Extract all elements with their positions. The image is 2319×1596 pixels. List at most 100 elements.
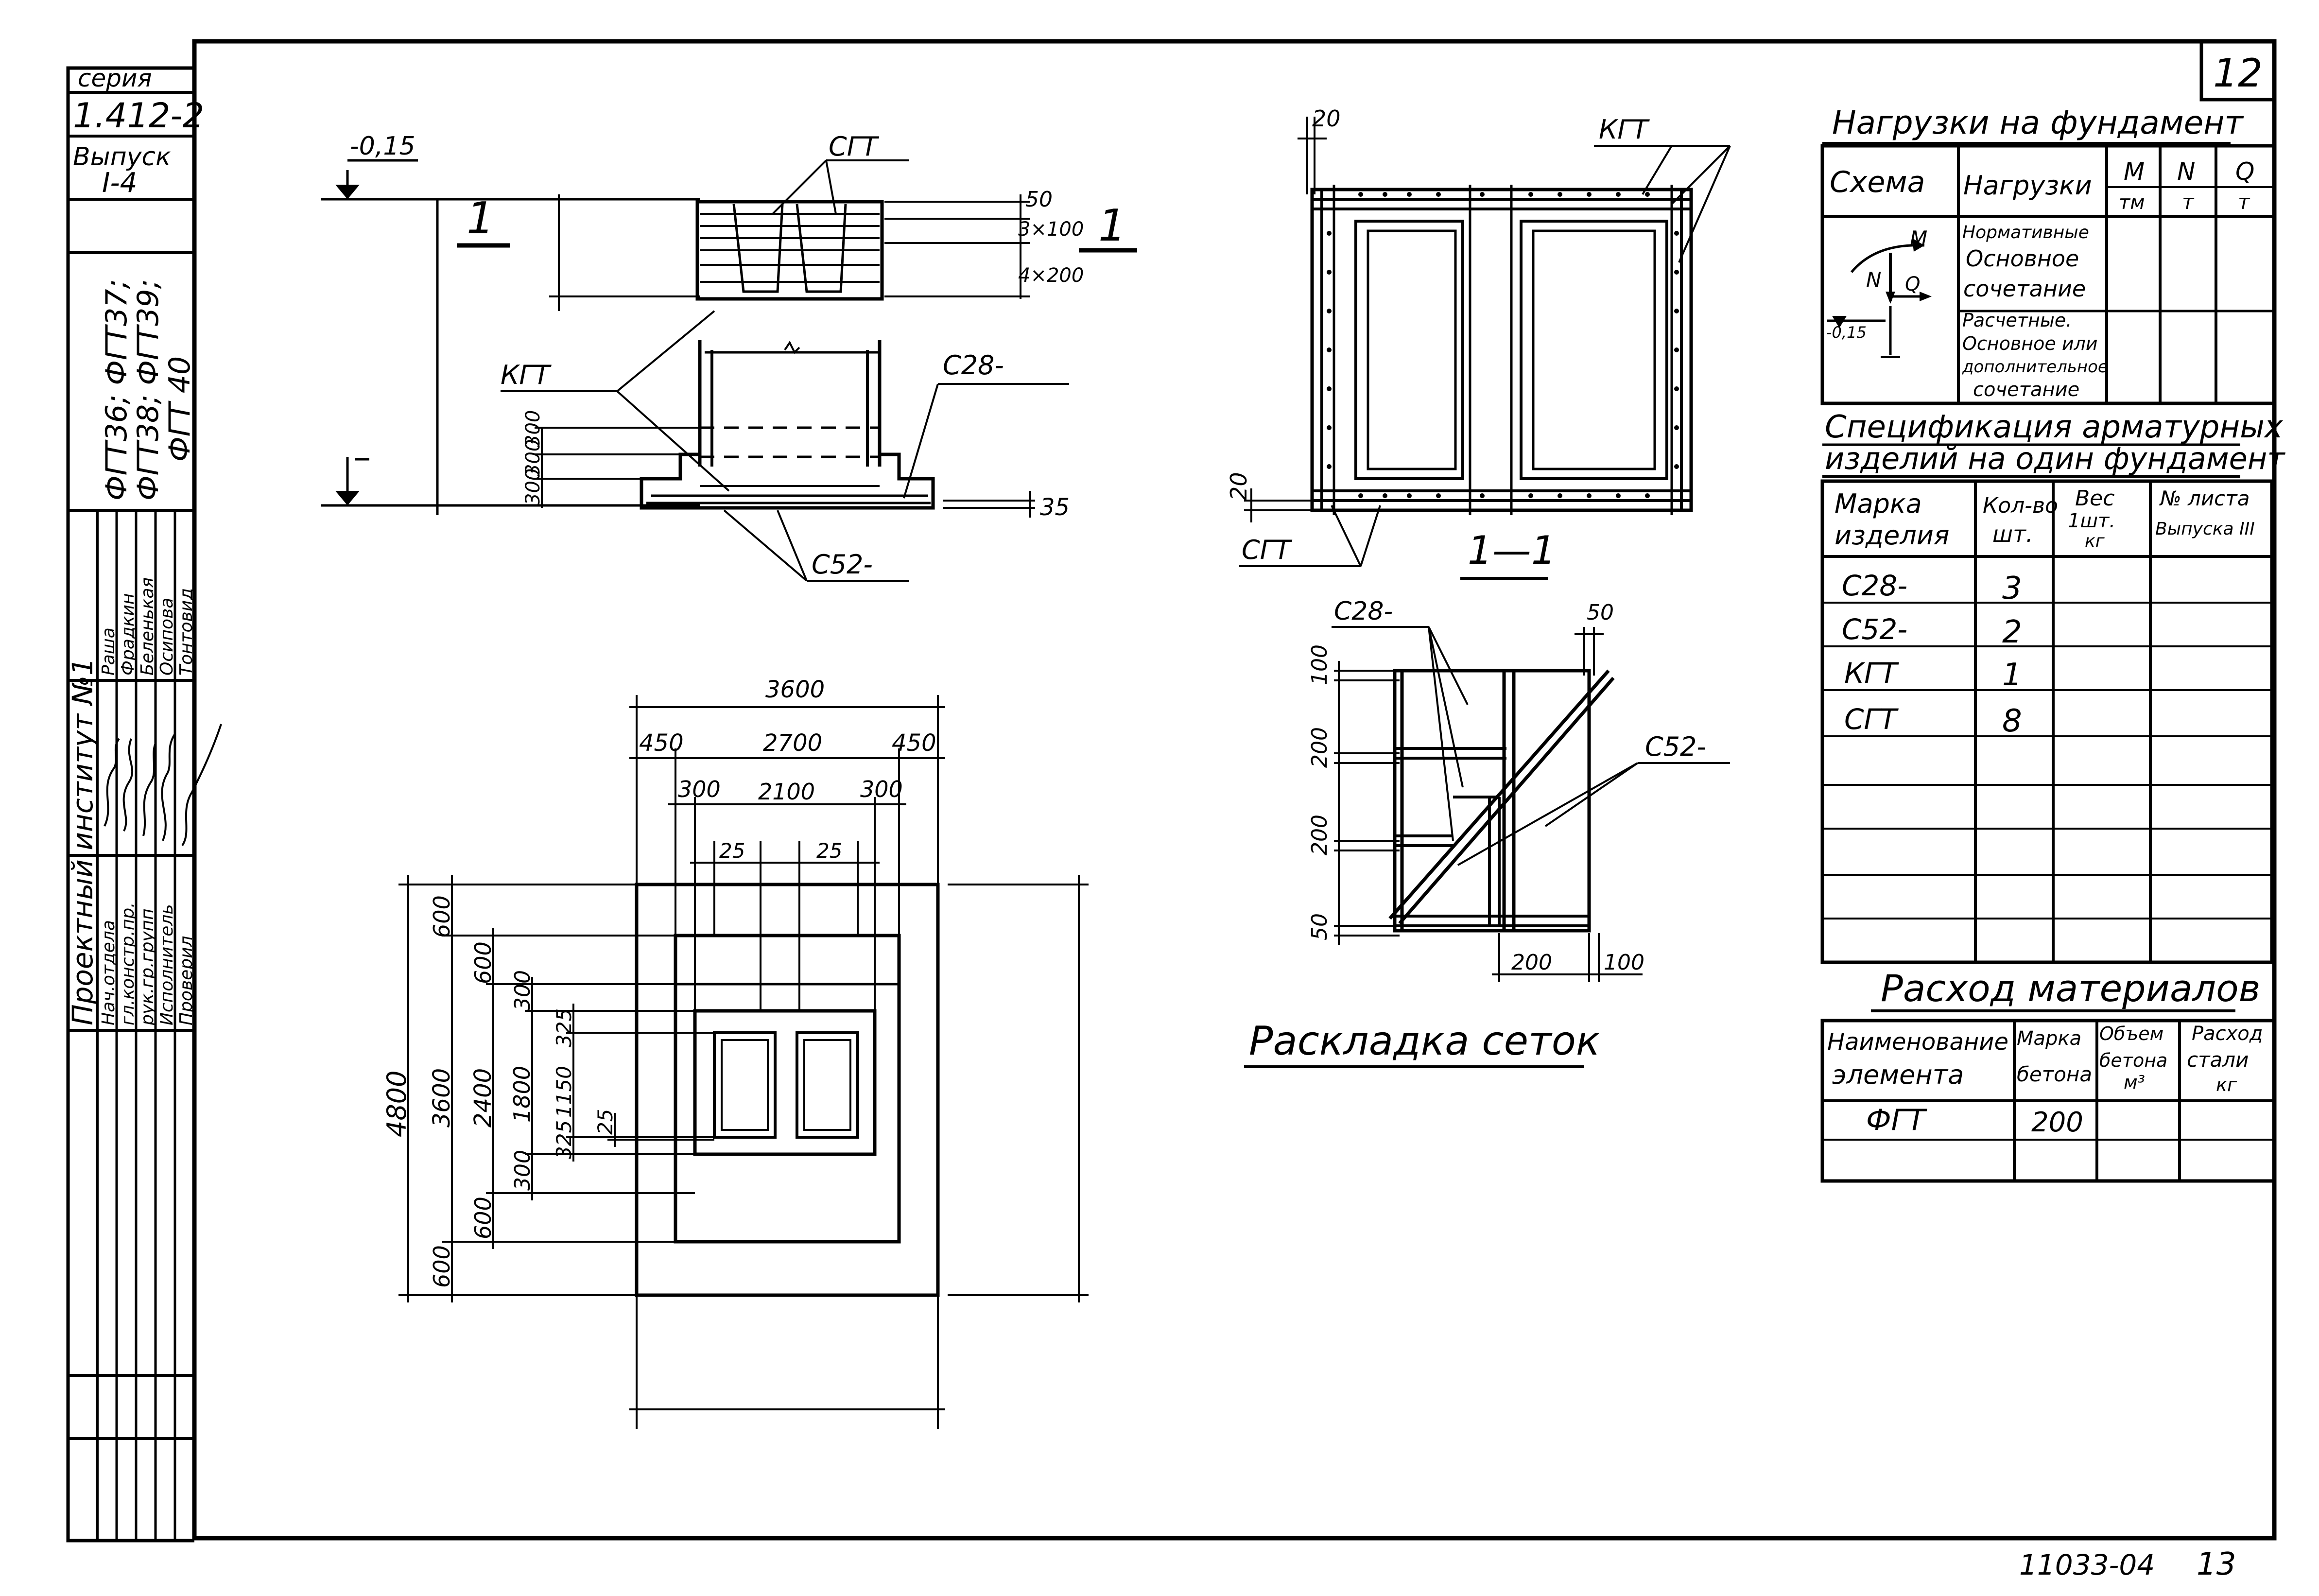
materials-header-steel-3: кг xyxy=(2216,1074,2237,1095)
scheme-q: Q xyxy=(1905,273,1920,295)
role-2: гл.констр.пр. xyxy=(118,902,138,1025)
spec-header-qty-1: Кол-во xyxy=(1983,493,2058,518)
section-title: 1—1 xyxy=(1468,528,1556,573)
series-value: 1.412-2 xyxy=(73,96,204,136)
loads-unit-n: т xyxy=(2182,190,2195,214)
elev-dim-right-3: 4×200 xyxy=(1018,264,1084,287)
bar-dots xyxy=(1327,192,1679,498)
elev-dim-bottom: 35 xyxy=(1040,494,1070,521)
spec-header-weight-3: кг xyxy=(2085,531,2105,551)
materials-header-steel-1: Расход xyxy=(2192,1023,2263,1045)
plan-dim-left-4800: 4800 xyxy=(381,1071,412,1137)
materials-header-name-1: Наименование xyxy=(1827,1028,2008,1056)
foundation-elevation: -0,15 1 xyxy=(321,131,1137,582)
plan-dim-left-25: 25 xyxy=(593,1109,617,1135)
mesh-dim-left-200-a: 200 xyxy=(1307,727,1332,768)
plan-dim-left-1800: 1800 xyxy=(509,1066,535,1123)
loads-header-m: M xyxy=(2124,157,2145,186)
materials-header-volume-2: бетона xyxy=(2099,1050,2167,1071)
plan-dim-top-total: 3600 xyxy=(765,676,825,703)
section-mark-right: 1 xyxy=(1098,200,1126,251)
plan-dim-top-300-right: 300 xyxy=(860,776,903,802)
mesh-title: Раскладка сеток xyxy=(1249,1018,1600,1064)
role-1: Нач.отдела xyxy=(99,920,119,1025)
loads-design-4: сочетание xyxy=(1973,379,2079,401)
loads-design-1: Расчетные. xyxy=(1962,310,2072,331)
materials-row-grade: 200 xyxy=(2031,1107,2083,1138)
plan-dim-top-2100: 2100 xyxy=(758,779,815,805)
plan-dim-top-2700: 2700 xyxy=(763,729,822,757)
mesh-dim-bottom-100: 100 xyxy=(1604,950,1644,975)
mesh-dim-bottom-200: 200 xyxy=(1511,950,1552,975)
plan-dim-left-300-a: 300 xyxy=(510,970,535,1011)
role-4: Исполнитель xyxy=(157,904,177,1025)
label-c52-mesh: С52- xyxy=(1645,731,1706,762)
loads-unit-m: тм xyxy=(2119,191,2145,214)
spec-header-sheet-1: № листа xyxy=(2159,486,2250,510)
sheet-number: 12 xyxy=(2213,51,2263,96)
level-top-label: -0,15 xyxy=(350,132,415,161)
mesh-dim-top-50: 50 xyxy=(1587,600,1614,625)
loads-design-2: Основное или xyxy=(1962,333,2098,354)
plan-dim-top-450-left: 450 xyxy=(639,729,684,757)
institute-name: Проектный институт №1 xyxy=(66,658,99,1025)
section-1-1: 20 20 КГТ СГТ 1—1 xyxy=(1226,105,1731,580)
label-c52-elev: С52- xyxy=(812,549,873,580)
spec-header-mark-2: изделия xyxy=(1834,520,1949,551)
loads-design-3: дополнительное xyxy=(1962,357,2108,377)
spec-row-1-mark: С28- xyxy=(1842,569,1907,602)
spec-header-weight-1: Вес xyxy=(2075,486,2114,511)
title-stamp: серия 1.412-2 Выпуск I-4 ФГТ36; ФГТ37; Ф… xyxy=(66,64,222,1543)
spec-header-qty-2: шт. xyxy=(1992,521,2033,547)
issue-value: I-4 xyxy=(102,167,137,199)
series-label: серия xyxy=(78,64,152,92)
materials-header-volume-3: м³ xyxy=(2124,1072,2145,1093)
plan-dim-left-300-b: 300 xyxy=(510,1150,535,1191)
plan-dim-left-325-a: 325 xyxy=(552,1008,576,1047)
name-1: Раша xyxy=(99,627,119,676)
materials-title: Расход материалов xyxy=(1881,967,2260,1010)
plan-dim-top-450-right: 450 xyxy=(892,729,936,757)
elev-dim-left-1: 300 xyxy=(522,468,544,505)
spec-row-2-qty: 2 xyxy=(2002,614,2022,650)
loads-header-n: N xyxy=(2177,157,2195,186)
elev-dim-right-1: 50 xyxy=(1025,187,1053,212)
load-scheme-sketch: M N Q -0,15 xyxy=(1826,226,1932,358)
marks-line-1: ФГТ36; ФГТ37; xyxy=(100,279,134,501)
loads-header-scheme: Схема xyxy=(1830,165,1925,199)
name-4: Осипова xyxy=(157,598,177,676)
elev-dim-right-2: 3×100 xyxy=(1018,218,1084,241)
loads-title: Нагрузки на фундамент xyxy=(1832,104,2244,141)
spec-title-1: Спецификация арматурных xyxy=(1825,409,2284,445)
scheme-n: N xyxy=(1866,268,1881,292)
name-3: Беленькая xyxy=(138,577,157,676)
spec-header-weight-2: 1шт. xyxy=(2068,510,2115,532)
label-sgt-section: СГТ xyxy=(1242,535,1293,565)
loads-normative-3: сочетание xyxy=(1963,276,2086,302)
mesh-dim-left-100: 100 xyxy=(1307,644,1332,685)
materials-header-name-2: элемента xyxy=(1832,1059,1964,1090)
loads-normative-1: Нормативные xyxy=(1962,223,2089,243)
role-3: рук.гр.групп xyxy=(138,908,157,1026)
label-c28-mesh: С28- xyxy=(1334,597,1393,626)
plan-dim-left-600-b: 600 xyxy=(470,941,496,984)
spec-row-3-qty: 1 xyxy=(2002,657,2022,693)
plan-dim-left-1150: 1150 xyxy=(552,1066,576,1118)
scheme-level: -0,15 xyxy=(1826,323,1867,342)
plan-dim-left-600-c: 600 xyxy=(470,1197,496,1239)
plan-dim-top-25-left: 25 xyxy=(719,839,745,863)
mesh-dim-left-200-b: 200 xyxy=(1307,815,1332,855)
marks-line-3: ФГТ 40 xyxy=(163,356,197,462)
spec-header-sheet-2: Выпуска III xyxy=(2155,519,2255,539)
label-sgt-elev: СГТ xyxy=(829,131,880,162)
materials-header-steel-2: стали xyxy=(2187,1048,2249,1072)
name-2: Фрадкин xyxy=(118,593,138,676)
label-c28-elev: С28- xyxy=(943,350,1004,381)
spec-title-2: изделий на один фундамент xyxy=(1825,441,2285,476)
foundation-plan: 3600 450 2700 450 300 2100 300 25 25 xyxy=(381,676,1089,1429)
loads-table: Нагрузки на фундамент Схема Нагрузки M N… xyxy=(1820,104,2276,405)
spec-row-4-mark: СГТ xyxy=(1844,703,1899,736)
spec-row-4-qty: 8 xyxy=(2002,703,2022,739)
sheet-number-box xyxy=(2199,39,2276,102)
spec-row-1-qty: 3 xyxy=(2002,571,2022,607)
